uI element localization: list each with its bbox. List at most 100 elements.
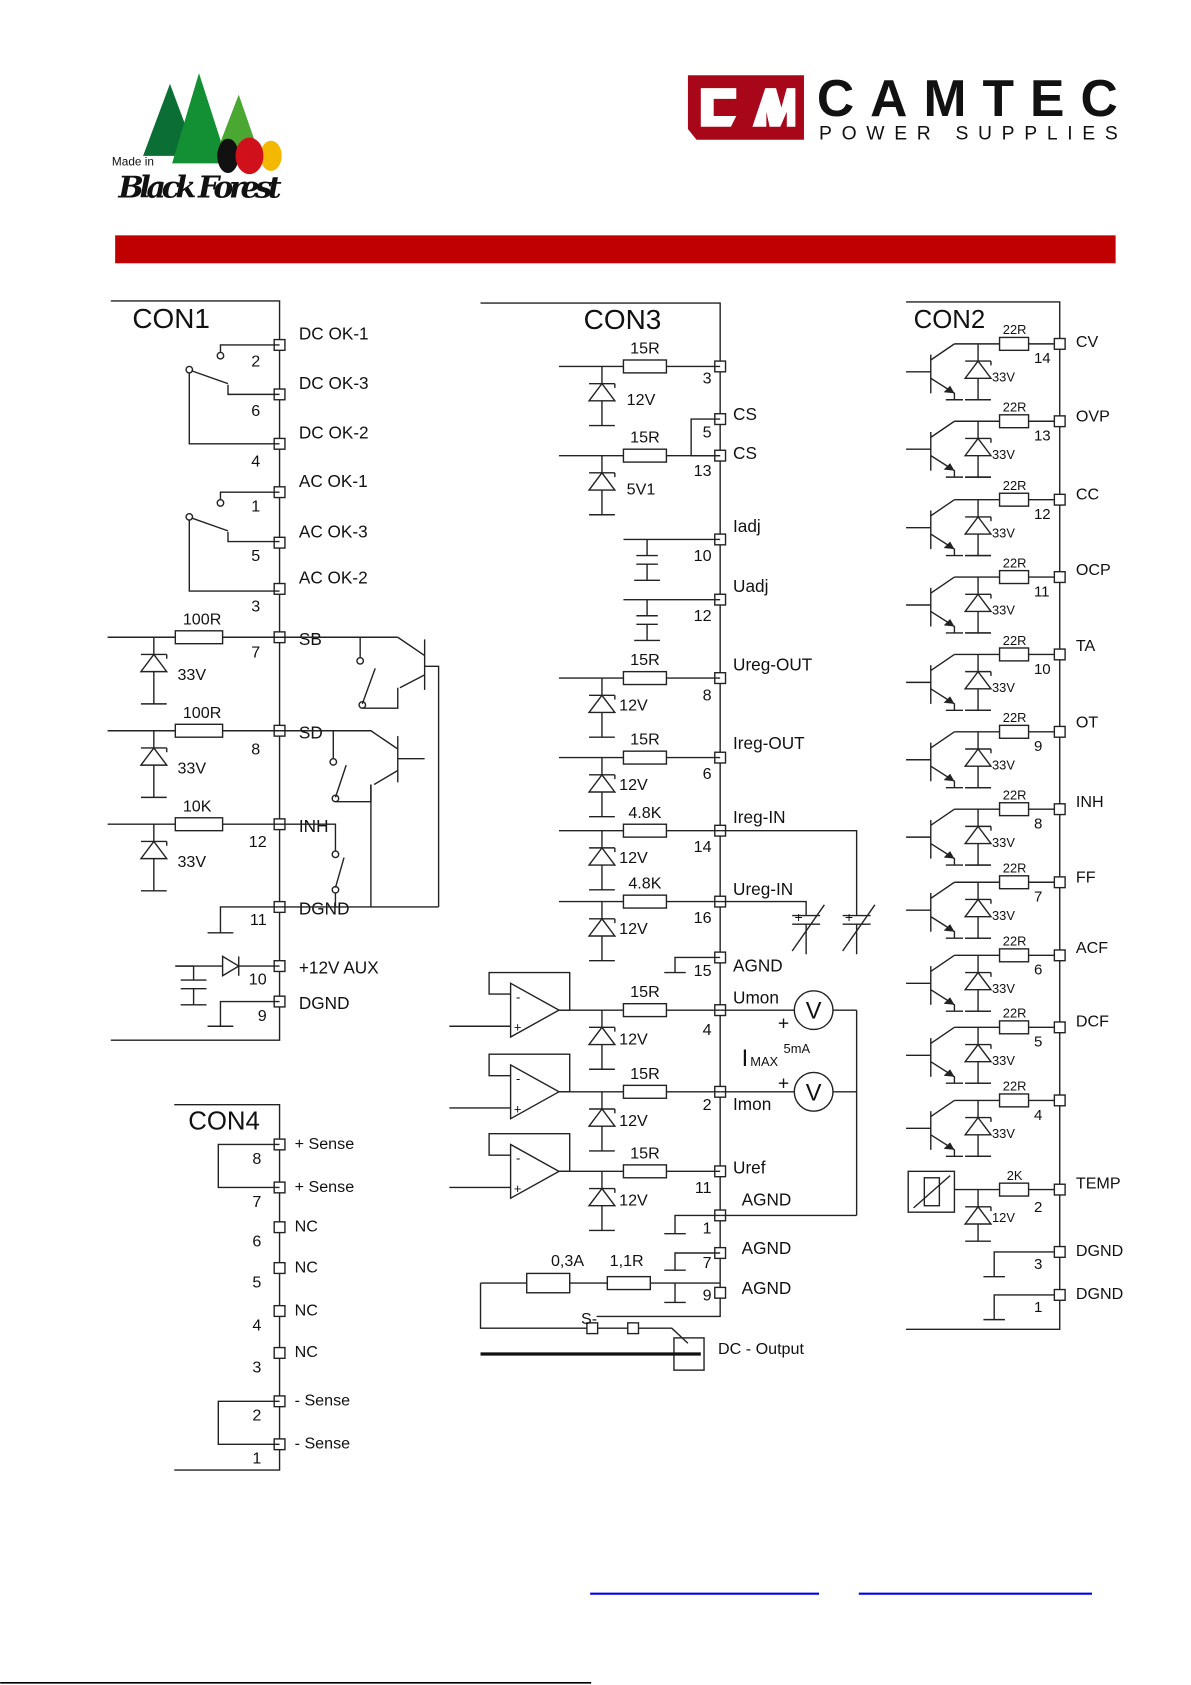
- pin-number: 2: [1034, 1199, 1042, 1216]
- pin-label: AC OK-2: [299, 568, 368, 588]
- pin-label: Imon: [733, 1094, 771, 1114]
- pin-number: 5: [1034, 1034, 1042, 1051]
- pin-number: 7: [703, 1254, 712, 1272]
- pin-terminal-icon[interactable]: [273, 1346, 286, 1360]
- pin-terminal-icon[interactable]: [1053, 648, 1066, 661]
- zener-value: 33V: [992, 525, 1015, 540]
- zener-value: 12V: [992, 1210, 1015, 1225]
- pin-terminal-icon[interactable]: [1053, 1183, 1066, 1196]
- pin-label: DGND: [299, 993, 350, 1013]
- sense-link: [217, 1143, 280, 1189]
- transistor-collector: [397, 636, 426, 657]
- pin-terminal-icon[interactable]: [1053, 949, 1066, 962]
- cm-mark-cutout: [700, 88, 796, 127]
- opamp-icon: [509, 1143, 561, 1200]
- pin-terminal-icon[interactable]: [1053, 803, 1066, 816]
- pin-terminal-icon[interactable]: [1053, 725, 1066, 738]
- meter-plus: +: [778, 1012, 789, 1034]
- pin-label: Ireg-OUT: [733, 733, 805, 753]
- resistor-value: 15R: [630, 983, 660, 1001]
- resistor-icon: [622, 448, 668, 463]
- zener-diode-icon: [963, 515, 993, 535]
- flag-dot-black: [217, 138, 239, 174]
- zener-diode-icon: [963, 359, 993, 379]
- pin-label: DGND: [299, 898, 350, 918]
- resistor-value: 2K: [1007, 1168, 1023, 1183]
- resistor-value: 15R: [630, 429, 660, 447]
- sense-label: S-: [581, 1310, 597, 1328]
- resistor-value: 22R: [1003, 1079, 1027, 1094]
- zener-diode-icon: [587, 471, 617, 491]
- resistor-icon: [174, 723, 224, 738]
- cs-link: [690, 418, 721, 457]
- zener-value: 33V: [992, 757, 1015, 772]
- zener-diode-icon: [963, 437, 993, 457]
- diode-icon: [221, 955, 241, 977]
- pin-terminal-icon[interactable]: [1053, 876, 1066, 889]
- pin-number: 3: [252, 1358, 261, 1376]
- pin-terminal-icon[interactable]: [627, 1322, 640, 1335]
- pin-label: OCP: [1076, 561, 1111, 579]
- con1-title: CON1: [132, 303, 210, 334]
- con4-title: CON4: [188, 1107, 260, 1135]
- emitter-arrow-icon: [943, 1142, 955, 1150]
- resistor-icon: [622, 1084, 668, 1099]
- pin-number: 10: [694, 547, 712, 565]
- zener-value: 12V: [619, 776, 648, 794]
- pin-terminal-icon[interactable]: [1053, 415, 1066, 428]
- zener-diode-icon: [963, 1116, 993, 1136]
- voltmeter-symbol: V: [806, 1080, 822, 1106]
- opamp-minus: -: [516, 990, 520, 1005]
- pin-label: AGND: [742, 1278, 792, 1298]
- zener-value: 12V: [619, 1112, 648, 1130]
- pin-terminal-icon[interactable]: [273, 1304, 286, 1318]
- pin-number: 3: [1034, 1256, 1042, 1273]
- resistor-value: 22R: [1003, 322, 1027, 337]
- pin-label: DC OK-3: [299, 373, 369, 393]
- zener-value: 33V: [992, 369, 1015, 384]
- pin-terminal-icon[interactable]: [273, 1261, 286, 1275]
- resistor-icon: [998, 948, 1030, 963]
- resistor-value: 22R: [1003, 934, 1027, 949]
- pin-label: Umon: [733, 988, 779, 1008]
- resistor-value: 15R: [630, 1065, 660, 1083]
- pin-terminal-icon[interactable]: [1053, 1021, 1066, 1034]
- pin-number: 5: [251, 547, 260, 565]
- pin-label: CV: [1076, 333, 1099, 351]
- pin-terminal-icon[interactable]: [1053, 493, 1066, 506]
- resistor-value: 22R: [1003, 710, 1027, 725]
- pin-terminal-icon[interactable]: [273, 582, 286, 595]
- pin-label: DGND: [1076, 1285, 1123, 1303]
- pin-terminal-icon[interactable]: [1053, 1094, 1066, 1107]
- thermistor-icon: [907, 1170, 956, 1213]
- zener-value: 12V: [619, 696, 648, 714]
- pin-terminal-icon[interactable]: [1053, 1245, 1066, 1259]
- resistor-icon: [174, 630, 224, 645]
- pin-label: DCF: [1076, 1012, 1109, 1030]
- resistor-icon: [622, 1002, 668, 1018]
- resistor-icon: [998, 336, 1030, 352]
- pin-terminal-icon[interactable]: [1053, 337, 1066, 350]
- pin-terminal-icon[interactable]: [273, 536, 286, 549]
- zener-diode-icon: [587, 846, 617, 866]
- resistor-icon: [998, 414, 1030, 429]
- wire: [219, 906, 280, 933]
- pin-number: 5: [252, 1273, 261, 1291]
- opamp-plus: +: [514, 1101, 522, 1116]
- pin-label: OVP: [1076, 407, 1110, 425]
- resistor-icon: [998, 569, 1030, 585]
- wire: [674, 956, 721, 973]
- pin-label: NC: [295, 1301, 319, 1319]
- pin-terminal-icon[interactable]: [273, 1221, 286, 1234]
- pin-terminal-icon[interactable]: [1053, 1288, 1066, 1301]
- pin-terminal-icon[interactable]: [714, 1286, 727, 1299]
- resistor-value: 22R: [1003, 633, 1027, 648]
- zener-value: 33V: [992, 1053, 1015, 1068]
- pin-label: FF: [1076, 868, 1096, 886]
- wire: [720, 900, 807, 916]
- zener-value: 33V: [992, 908, 1015, 923]
- pin-number: 9: [703, 1286, 712, 1304]
- pin-terminal-icon[interactable]: [1053, 570, 1066, 584]
- emitter-arrow-icon: [943, 1069, 955, 1077]
